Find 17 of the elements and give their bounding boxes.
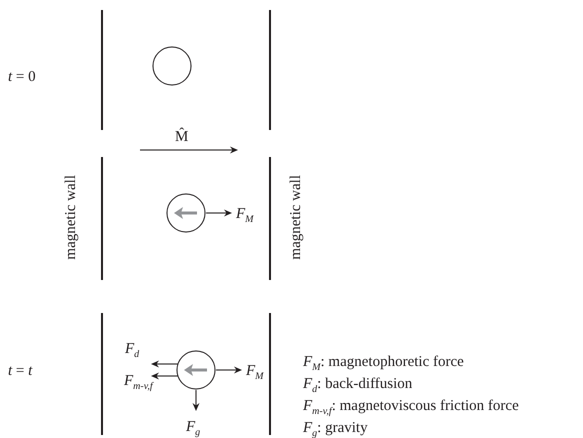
legend-text: F$_{g}$: gravity [303,421,368,436]
particle-circle [166,193,206,233]
particle-circle [176,350,216,390]
legend-text: F$_{m-v,f}$: magnetoviscous friction force [303,399,519,414]
force-label: F$_{M}$ [246,364,264,379]
magnetization-symbol: M̂ [175,130,188,145]
legend-text: F$_{M}$: magnetophoretic force [303,355,464,370]
time-label: t = 0 [8,70,36,85]
particle-circle [152,46,192,86]
force-label: F$_{g}$ [186,420,200,435]
wall-label: magnetic wall [64,175,79,260]
force-label: F$_{m-v,f}$ [124,374,153,389]
force-label: F$_{d}$ [125,342,140,357]
force-label: F$_{M}$ [236,207,254,222]
wall-label: magnetic wall [289,175,304,260]
time-label: t = t [8,364,32,379]
legend-text: F$_{d}$: back-diffusion [303,377,412,392]
